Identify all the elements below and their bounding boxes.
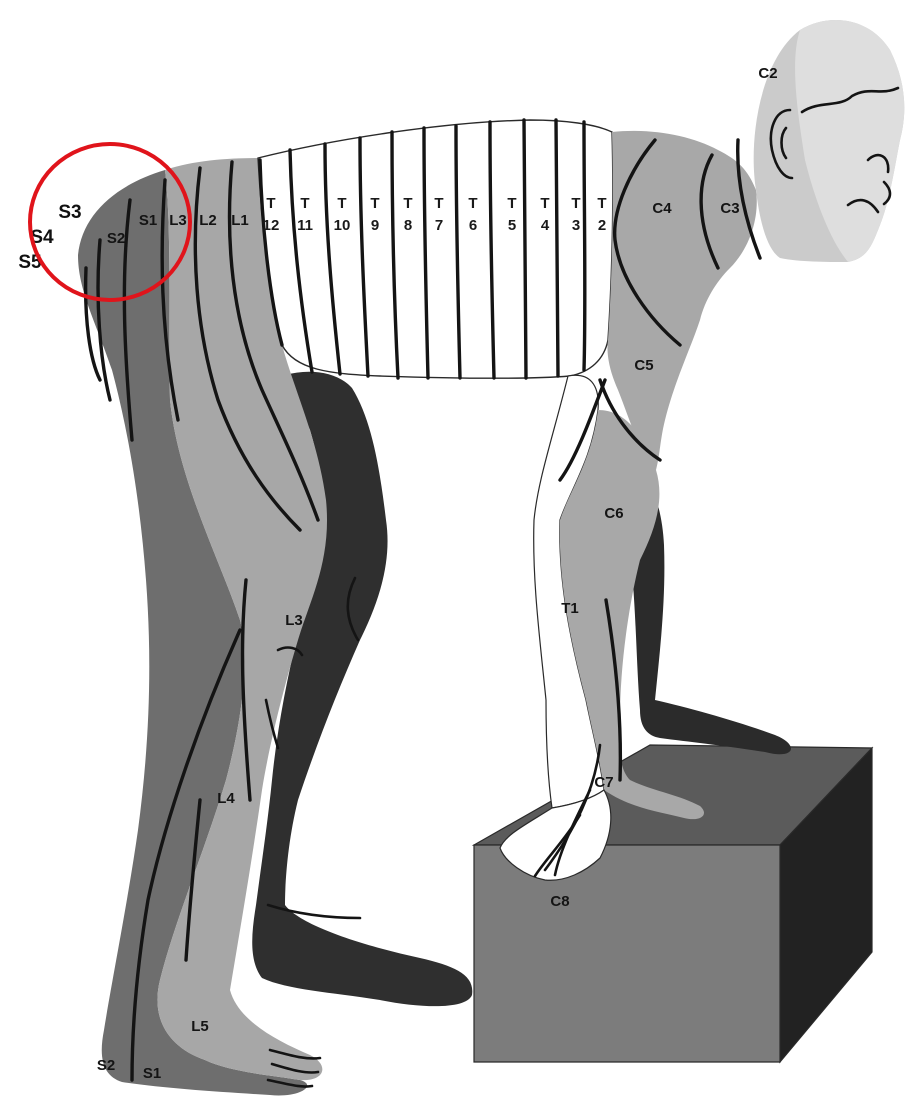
thoracic-region-shape <box>258 120 613 378</box>
c3-label: C3 <box>720 200 739 217</box>
l1-back-label: L1 <box>231 212 249 229</box>
t8-bottom: 8 <box>404 217 412 234</box>
t2-top: T <box>597 195 606 212</box>
t7-top: T <box>434 195 443 212</box>
t12-bottom: 12 <box>263 217 280 234</box>
t-line-10 <box>584 122 585 370</box>
box <box>474 745 872 1062</box>
t8-top: T <box>403 195 412 212</box>
t1-label: T1 <box>561 600 579 617</box>
l2-back-label: L2 <box>199 212 217 229</box>
l4-leg-label: L4 <box>217 790 235 807</box>
t10-bottom: 10 <box>334 217 351 234</box>
t7-bottom: 7 <box>435 217 443 234</box>
l3-leg-label: L3 <box>285 612 303 629</box>
near-arm <box>500 375 704 880</box>
t11-bottom: 11 <box>297 217 313 234</box>
t4-bottom: 4 <box>541 217 550 234</box>
l5-leg-label: L5 <box>191 1018 209 1035</box>
t3-top: T <box>571 195 580 212</box>
t3-bottom: 3 <box>572 217 580 234</box>
t6-bottom: 6 <box>469 217 477 234</box>
c4-label: C4 <box>652 200 672 217</box>
s3-label: S3 <box>58 202 81 223</box>
s2-foot-label: S2 <box>97 1057 115 1074</box>
s1-foot-label: S1 <box>143 1065 161 1082</box>
l3-back-label: L3 <box>169 212 187 229</box>
t5-bottom: 5 <box>508 217 516 234</box>
s1-back-label: S1 <box>139 212 157 229</box>
c8-label: C8 <box>550 893 569 910</box>
c6-label: C6 <box>604 505 623 522</box>
t4-top: T <box>540 195 549 212</box>
t6-top: T <box>468 195 477 212</box>
t5-top: T <box>507 195 516 212</box>
s2-back-label: S2 <box>107 230 125 247</box>
t12-top: T <box>266 195 275 212</box>
c5-label: C5 <box>634 357 653 374</box>
torso <box>258 120 613 378</box>
t2-bottom: 2 <box>598 217 606 234</box>
t11-top: T <box>300 195 309 212</box>
t9-top: T <box>370 195 379 212</box>
sacral-outside-labels: S3 S4 S5 <box>18 202 81 273</box>
t10-top: T <box>337 195 346 212</box>
c2-label: C2 <box>758 65 777 82</box>
box-front-face <box>474 845 780 1062</box>
t-line-9 <box>556 120 558 376</box>
t9-bottom: 9 <box>371 217 379 234</box>
head <box>754 20 905 262</box>
c7-label: C7 <box>594 774 613 791</box>
t-line-8 <box>524 120 526 378</box>
